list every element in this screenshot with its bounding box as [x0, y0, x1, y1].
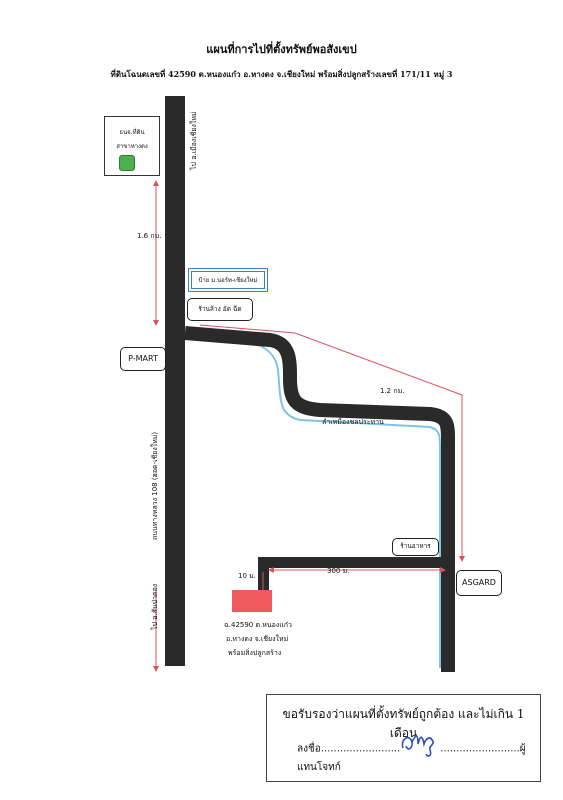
highway-road: [165, 96, 185, 666]
arrowhead-300-left: [268, 567, 274, 573]
map-subtitle: ที่ดินโฉนดเลขที่ 42590 ต.หนองแก๋ว อ.หางด…: [110, 69, 453, 79]
plot-label-line3: พร้อมสิ่งปลูกสร้าง: [228, 648, 281, 657]
subject-plot: [232, 590, 272, 612]
certification-statement: ขอรับรองว่าแผนที่ตั้งทรัพย์ถูกต้อง และไม…: [282, 707, 525, 740]
canal-label: ลำเหมืองชลประทาน: [322, 418, 384, 426]
arrowhead-1-6-top: [153, 180, 159, 186]
land-office-marker-icon: [119, 155, 135, 171]
signboard-label: ป้าย ม.นอร์ท-เชียงใหม่: [198, 277, 258, 284]
distance-1-6-label: 1.6 กม.: [137, 232, 161, 240]
pmart-box: P-MART: [120, 347, 166, 371]
signboard-inner: ป้าย ม.นอร์ท-เชียงใหม่: [191, 271, 265, 289]
car-wash-label: ร้านล้าง อัด ฉีด: [198, 305, 242, 313]
arrowhead-south: [153, 666, 159, 672]
map-title: แผนที่การไปที่ตั้งทรัพย์พอสังเขป: [206, 43, 357, 56]
sign-prefix: ลงชื่อ: [297, 743, 321, 755]
asgard-box: ASGARD: [456, 570, 502, 596]
pmart-label: P-MART: [128, 354, 158, 363]
restaurant-label: ร้านอาหาร: [400, 542, 431, 550]
sign-dots-left: .........................: [320, 743, 401, 755]
highway-label: ถนนทางหลวง 108 (ฮอด-เชียงใหม่): [150, 432, 159, 540]
canal-line: [214, 332, 441, 668]
signboard-box: ป้าย ม.นอร์ท-เชียงใหม่: [188, 268, 268, 292]
arrowhead-1-2-end: [459, 556, 465, 562]
land-office-label-2: สาขาหางดง: [116, 143, 148, 150]
side-road: [184, 326, 455, 672]
to-chiangmai-label: ไป อ.เมืองเชียงใหม่: [189, 111, 198, 171]
arrowhead-300-right: [440, 567, 446, 573]
car-wash-box: ร้านล้าง อัด ฉีด: [187, 298, 253, 321]
signature-mark: [400, 735, 440, 760]
plot-label-line2: อ.หางดง จ.เชียงใหม่: [226, 634, 288, 643]
land-office-box: ธนจ.ที่ดิน สาขาหางดง: [104, 116, 160, 176]
asgard-label: ASGARD: [462, 578, 496, 587]
distance-1-2-label: 1.2 กม.: [380, 387, 404, 395]
sign-dots-right: .........................: [440, 743, 520, 755]
arrowhead-1-6-bottom: [153, 320, 159, 326]
restaurant-box: ร้านอาหาร: [392, 538, 439, 556]
distance-10-label: 10 ม.: [238, 572, 256, 580]
plot-label-line1: ฉ.42590 ต.หนองแก๋ว: [224, 621, 292, 629]
distance-300-label: 300 ม.: [327, 567, 349, 575]
signature-line: ลงชื่อ......................... ........…: [297, 735, 540, 775]
to-sanpatong-label: ไป อ.สันป่าตอง: [150, 584, 159, 631]
certification-box: ขอรับรองว่าแผนที่ตั้งทรัพย์ถูกต้อง และไม…: [266, 694, 541, 782]
soi-road-horizontal: [258, 557, 444, 568]
sign-suffix: ผู้แทนโจทก์: [297, 743, 526, 774]
land-office-label-1: ธนจ.ที่ดิน: [119, 129, 145, 136]
distance-arrow-1-2: [199, 324, 463, 558]
